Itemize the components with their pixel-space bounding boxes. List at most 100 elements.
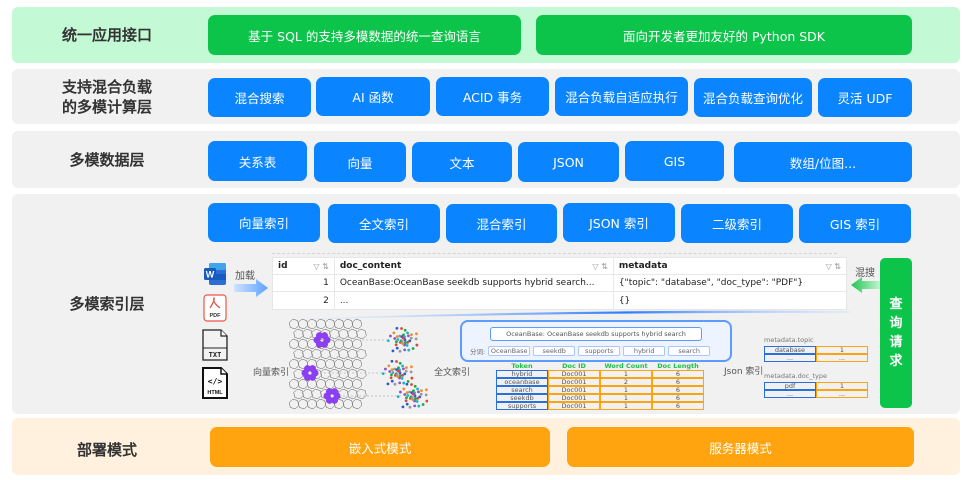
mesh-cell	[302, 388, 313, 400]
compute-item-adaptive-exec[interactable]: 混合负载自适应执行	[555, 77, 688, 116]
kv-value: 1	[816, 382, 868, 390]
filter-sort-icon[interactable]: ▽ ⇅	[825, 261, 841, 271]
mesh-cell	[338, 348, 349, 360]
embedding-point	[399, 374, 402, 378]
embedding-point	[402, 387, 406, 391]
data-item-gis[interactable]: GIS	[625, 141, 724, 181]
index-item-fulltext[interactable]: 全文索引	[328, 204, 440, 243]
index-item-secondary[interactable]: 二级索引	[681, 204, 793, 243]
index-item-json[interactable]: JSON 索引	[563, 203, 675, 242]
vector-graph-illustration	[288, 318, 428, 410]
embedding-point	[425, 399, 428, 403]
hybrid-search-label: 混搜	[855, 268, 875, 279]
embedding-point	[418, 395, 422, 399]
data-item-vector[interactable]: 向量	[314, 142, 406, 182]
compute-item-udf[interactable]: 灵活 UDF	[818, 78, 912, 117]
data-item-relational[interactable]: 关系表	[208, 141, 307, 181]
inverted-index-cell: Doc001	[548, 378, 600, 386]
embedding-point	[401, 364, 404, 368]
svg-text:</>: </>	[208, 377, 223, 386]
embedding-point	[399, 390, 402, 394]
mesh-cell	[338, 388, 349, 400]
embedding-point	[386, 382, 390, 386]
layer-title: 多模数据层	[69, 151, 145, 169]
mesh-cell	[347, 368, 358, 380]
embedding-point	[415, 332, 418, 336]
embedding-point	[414, 337, 418, 341]
embedding-point	[416, 387, 419, 391]
embedding-point	[395, 335, 399, 338]
api-item-sql[interactable]: 基于 SQL 的支持多模数据的统一查询语言	[208, 15, 521, 55]
vector-cluster-node	[331, 396, 338, 404]
mesh-cell	[315, 318, 327, 330]
embedding-point	[406, 331, 409, 335]
embedding-point	[409, 370, 413, 374]
pdf-icon: PDF	[202, 294, 228, 322]
data-item-text[interactable]: 文本	[412, 142, 512, 182]
inverted-index-cell: Doc001	[548, 370, 600, 378]
data-item-array-bitmap[interactable]: 数组/位图...	[734, 142, 912, 182]
filter-sort-icon[interactable]: ▽ ⇅	[313, 261, 329, 271]
embedding-point	[389, 376, 393, 380]
mesh-cell	[311, 388, 322, 400]
compute-item-hybrid-search[interactable]: 混合搜索	[208, 78, 311, 117]
mesh-cell	[288, 398, 300, 410]
inverted-index-cell: Doc001	[548, 394, 600, 402]
inverted-index-cell: 2	[600, 378, 652, 386]
column-header-metadata[interactable]: metadata▽ ⇅	[618, 261, 841, 271]
compute-item-ai-functions[interactable]: AI 函数	[316, 77, 430, 116]
embedding-point	[405, 402, 409, 406]
deploy-item-server[interactable]: 服务器模式	[567, 427, 914, 467]
embedding-point	[410, 376, 414, 380]
deploy-item-embedded[interactable]: 嵌入式模式	[210, 427, 550, 467]
mesh-cell	[293, 388, 304, 400]
compute-item-query-optimize[interactable]: 混合负载查询优化	[694, 78, 812, 117]
inverted-index-cell: 1	[600, 370, 652, 378]
inverted-index-cell: 1	[600, 386, 652, 394]
column-header-id[interactable]: id▽ ⇅	[273, 258, 335, 274]
api-item-python-sdk[interactable]: 面向开发者更加友好的 Python SDK	[536, 15, 912, 55]
embedding-point	[402, 367, 405, 371]
kv-key: ...	[764, 390, 816, 398]
mesh-cell	[338, 368, 349, 380]
mesh-cell	[306, 398, 318, 410]
mesh-cell	[351, 358, 363, 370]
mesh-cell	[302, 328, 313, 340]
data-item-json[interactable]: JSON	[518, 142, 619, 182]
query-request-button[interactable]: 查 询 请 求	[880, 258, 912, 408]
index-item-gis[interactable]: GIS 索引	[799, 204, 911, 243]
inverted-index-cell: 6	[652, 386, 704, 394]
mesh-cell	[347, 388, 358, 400]
swoosh-decoration	[290, 310, 850, 320]
embedding-point	[395, 340, 398, 344]
embedding-point	[401, 405, 405, 409]
mesh-cell	[333, 378, 345, 390]
mesh-cell	[338, 328, 349, 340]
embedding-point	[403, 393, 407, 396]
embedding-point	[413, 404, 417, 408]
token: search	[668, 346, 711, 356]
index-item-hybrid[interactable]: 混合索引	[446, 204, 557, 243]
column-header: Doc ID	[562, 362, 586, 370]
embedding-point	[398, 381, 402, 385]
filter-sort-icon[interactable]: ▽ ⇅	[592, 261, 608, 271]
query-char: 询	[889, 316, 903, 331]
inverted-index-cell: 6	[652, 378, 704, 386]
embedding-point	[407, 348, 411, 352]
mesh-cell	[329, 348, 340, 360]
compute-item-acid[interactable]: ACID 事务	[436, 77, 549, 116]
index-item-vector[interactable]: 向量索引	[208, 203, 320, 242]
svg-text:HTML: HTML	[207, 390, 223, 396]
layer-title-line1: 支持混合负载	[61, 78, 152, 96]
mesh-cell	[288, 338, 300, 350]
embedding-point	[400, 327, 403, 330]
load-arrow-icon	[234, 279, 268, 297]
embedding-point	[416, 397, 420, 400]
embedding-point	[415, 343, 419, 347]
column-header-doc-content[interactable]: doc_content▽ ⇅	[335, 258, 614, 274]
layer-title: 部署模式	[76, 441, 137, 459]
embedding-point	[414, 397, 417, 401]
embedding-point	[401, 374, 405, 377]
